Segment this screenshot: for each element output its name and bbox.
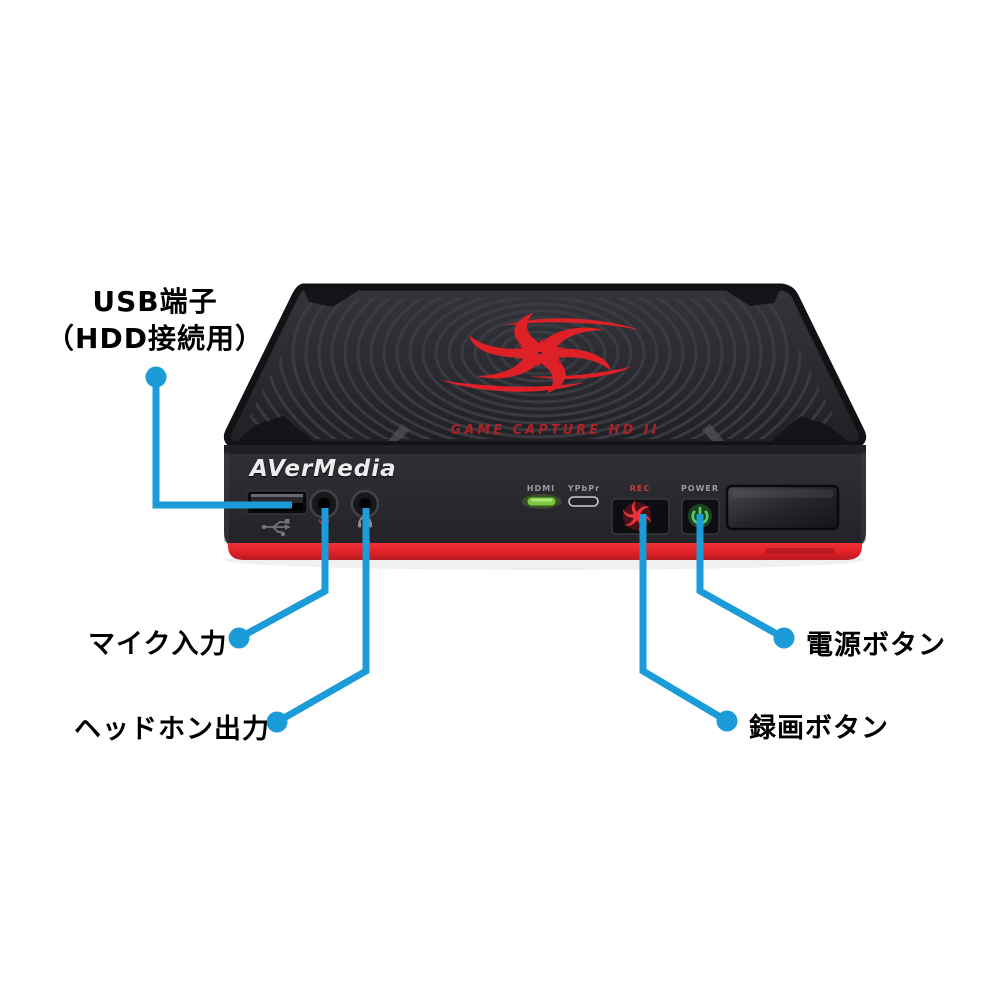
spiral-logo-icon — [440, 311, 640, 394]
annotation-rec-label: 録画ボタン — [749, 713, 889, 744]
device-top-surface — [223, 283, 867, 449]
annotation-usb-label: USB端子 （HDD接続用） — [30, 283, 280, 357]
mic-jack — [309, 489, 339, 519]
hdmi-label: HDMI — [526, 484, 556, 493]
model-name-text: GAME CAPTURE HD II — [450, 422, 660, 439]
rec-label: REC — [629, 484, 651, 493]
power-label: POWER — [680, 484, 720, 493]
leader-lines — [152, 377, 786, 726]
embossed-marking — [765, 548, 835, 554]
leader-line-rec — [639, 514, 729, 725]
annotation-usb-line2: （HDD接続用） — [46, 322, 264, 355]
display-window — [725, 484, 840, 531]
annotation-headphone-label: ヘッドホン出力 — [74, 714, 270, 745]
hdmi-led — [521, 494, 562, 509]
corner-bumpers — [233, 288, 851, 444]
annotation-usb-line1: USB端子 — [92, 285, 218, 318]
leader-line-mic — [237, 508, 329, 642]
headphone-jack — [350, 489, 380, 519]
leader-dot-rec — [716, 710, 738, 732]
leader-dot-headphone — [266, 711, 288, 733]
leader-line-headphone — [275, 508, 370, 726]
brand-logo: AVerMedia — [250, 456, 397, 482]
annotation-power-label: 電源ボタン — [806, 630, 946, 661]
usb-icon — [261, 519, 290, 537]
ypbpr-label: YPbPr — [567, 484, 601, 493]
leader-dots — [145, 366, 795, 733]
device-front-panel — [224, 445, 866, 560]
bevel-notches — [388, 424, 724, 441]
leader-dot-usb — [145, 366, 167, 388]
leader-dot-mic — [228, 627, 250, 649]
ypbpr-led — [568, 496, 599, 507]
leader-line-power — [696, 514, 786, 642]
annotation-mic-label: マイク入力 — [88, 629, 228, 660]
leader-dot-power — [773, 627, 795, 649]
leader-line-usb — [152, 377, 292, 509]
